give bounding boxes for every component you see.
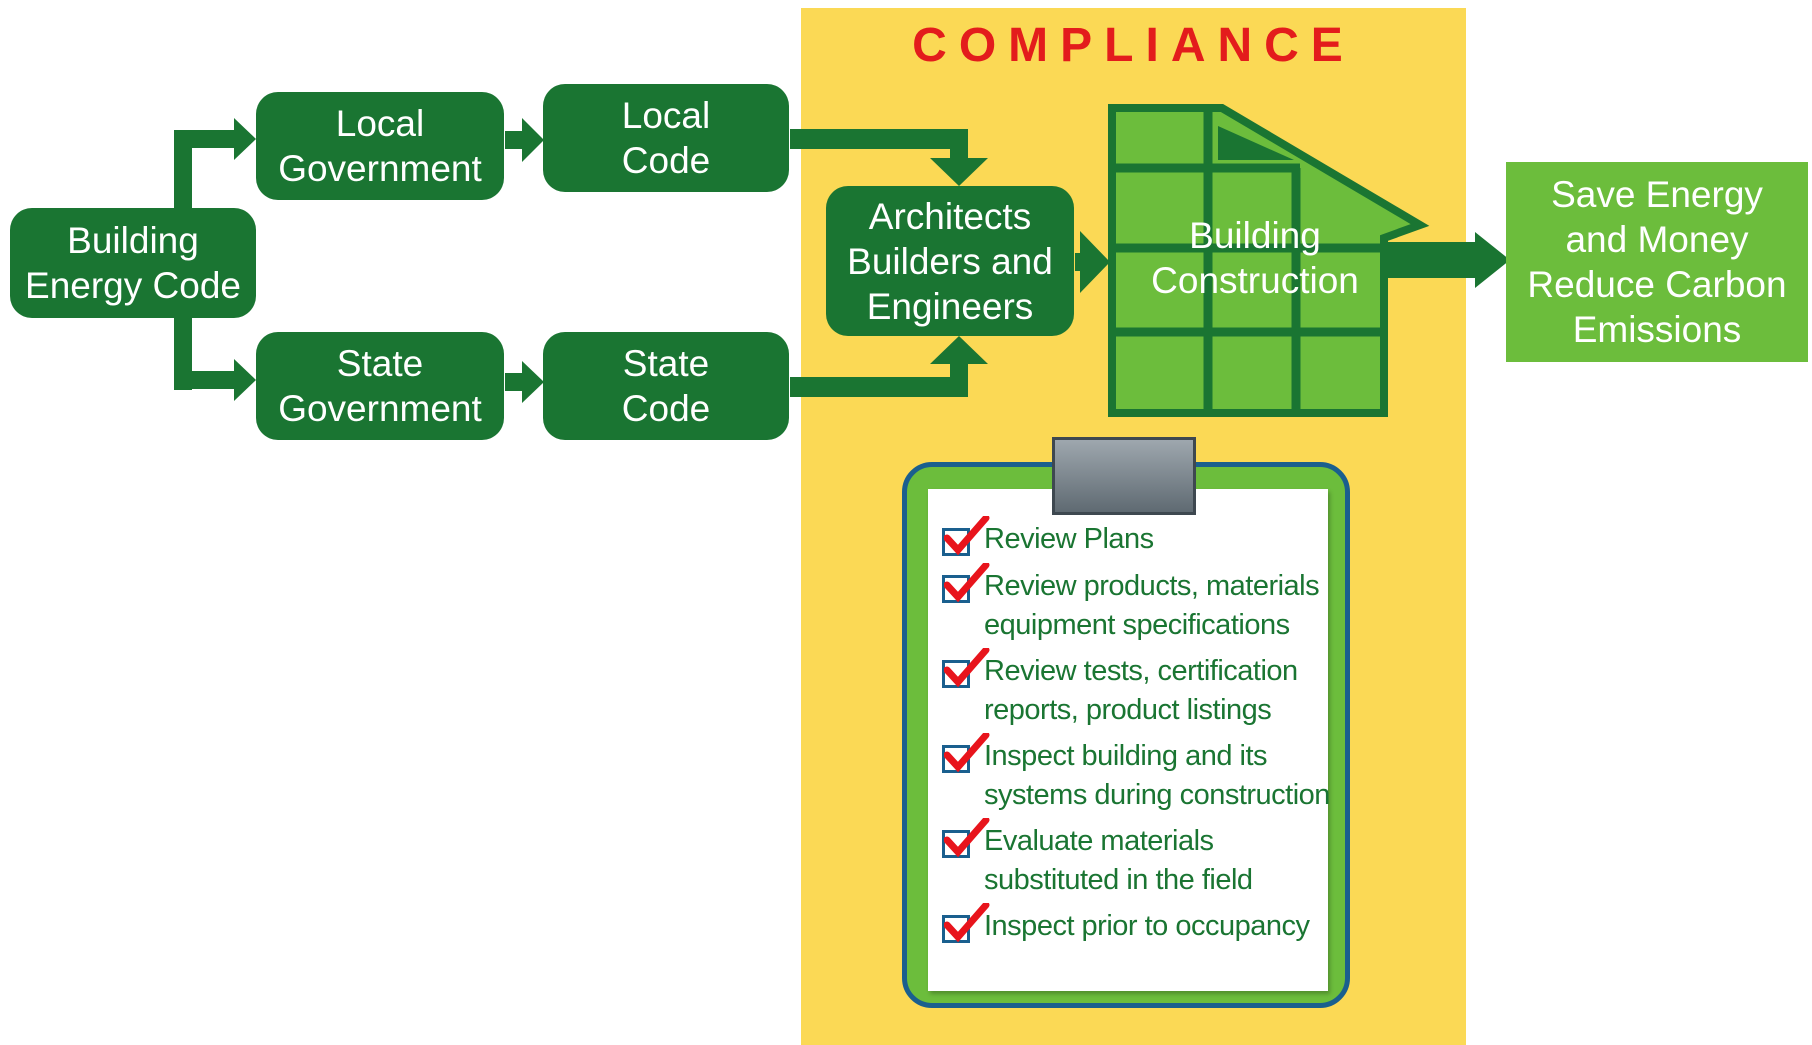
arrow-to-state-government [234, 359, 256, 401]
architects-builders-engineers-box: Architects Builders and Engineers [826, 186, 1074, 336]
arrow-to-local-government [234, 118, 256, 160]
connector-building-outcome [1378, 242, 1480, 278]
red-checkmark-icon [944, 903, 990, 943]
arrow-to-building [1080, 231, 1110, 293]
connector-down-horizontal [174, 371, 236, 389]
clipboard-paper [928, 489, 1328, 991]
red-checkmark-icon [944, 648, 990, 688]
local-government-box: Local Government [256, 92, 504, 200]
connector-state-code-right [790, 377, 968, 397]
connector-local-code-down [950, 129, 968, 161]
red-checkmark-icon [944, 733, 990, 773]
connector-state [505, 373, 525, 391]
red-checkmark-icon [944, 818, 990, 858]
red-checkmark-icon [944, 516, 990, 556]
state-government-box: State Government [256, 332, 504, 440]
arrow-to-architects-top [930, 158, 988, 186]
connector-local-code-right [790, 129, 968, 149]
building-construction-label: Building Construction [1151, 215, 1359, 301]
arrow-to-outcome [1475, 232, 1510, 288]
clipboard-clip [1052, 437, 1196, 515]
connector-up-horizontal [174, 130, 236, 148]
arrow-to-local-code [522, 118, 544, 162]
building-energy-code-box: Building Energy Code [10, 208, 256, 318]
connector-state-code-up [950, 362, 968, 397]
arrow-to-state-code [522, 361, 544, 403]
red-checkmark-icon [944, 563, 990, 603]
connector-local [505, 131, 525, 149]
arrow-to-architects-bottom [930, 336, 988, 364]
connector-up [174, 130, 192, 210]
local-code-box: Local Code [543, 84, 789, 192]
outcome-box: Save Energy and Money Reduce Carbon Emis… [1506, 162, 1808, 362]
compliance-title: COMPLIANCE [912, 19, 1355, 72]
state-code-box: State Code [543, 332, 789, 440]
